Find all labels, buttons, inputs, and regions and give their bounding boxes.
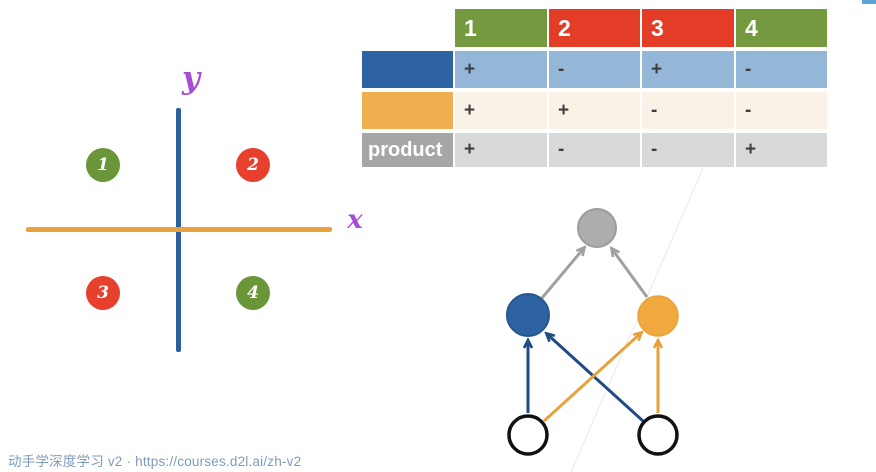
quadrant-point-2: 2 (236, 148, 270, 182)
table-cell: - (642, 92, 734, 129)
edge-input-right-to-hidden-blue (547, 334, 645, 423)
product-row-label: product (362, 133, 453, 167)
quadrant-point-4: 4 (236, 276, 270, 310)
table-cell: - (549, 133, 640, 167)
blue-row-swatch (362, 51, 453, 88)
nn-output-node (577, 208, 617, 248)
table-cell: + (455, 92, 547, 129)
footer: 动手学深度学习 v2 · https://courses.d2l.ai/zh-v… (8, 450, 301, 470)
table-cell: - (736, 92, 827, 129)
edge-hidden-orange-to-output (612, 249, 649, 298)
top-right-marker (862, 0, 876, 4)
faint-diagonal-decoration (570, 167, 704, 472)
nn-input-left-node (507, 414, 549, 456)
y-axis-label: y (181, 60, 200, 96)
table-col-header-1: 1 (455, 9, 547, 47)
course-url: https://courses.d2l.ai/zh-v2 (135, 454, 302, 469)
table-cell: - (549, 51, 640, 88)
x-axis-line (26, 227, 332, 232)
footer-separator: · (122, 454, 136, 469)
sign-table: 1 2 3 4 + - + - + + - - product + - - + (362, 9, 827, 167)
table-col-header-4: 4 (736, 9, 827, 47)
course-title: 动手学深度学习 v2 (8, 454, 123, 469)
table-cell: + (736, 133, 827, 167)
nn-input-right-node (637, 414, 679, 456)
table-cell: + (455, 51, 547, 88)
table-col-header-2: 2 (549, 9, 640, 47)
orange-row-swatch (362, 92, 453, 129)
table-cell: + (455, 133, 547, 167)
edge-input-left-to-hidden-orange (542, 333, 641, 423)
nn-hidden-orange-node (637, 295, 679, 337)
nn-hidden-blue-node (506, 293, 550, 337)
edge-hidden-blue-to-output (540, 248, 584, 299)
x-axis-label: x (347, 205, 363, 235)
table-col-header-3: 3 (642, 9, 734, 47)
table-cell: - (642, 133, 734, 167)
table-cell: + (549, 92, 640, 129)
quadrant-point-1: 1 (86, 148, 120, 182)
table-cell: - (736, 51, 827, 88)
quadrant-point-3: 3 (86, 276, 120, 310)
table-cell: + (642, 51, 734, 88)
